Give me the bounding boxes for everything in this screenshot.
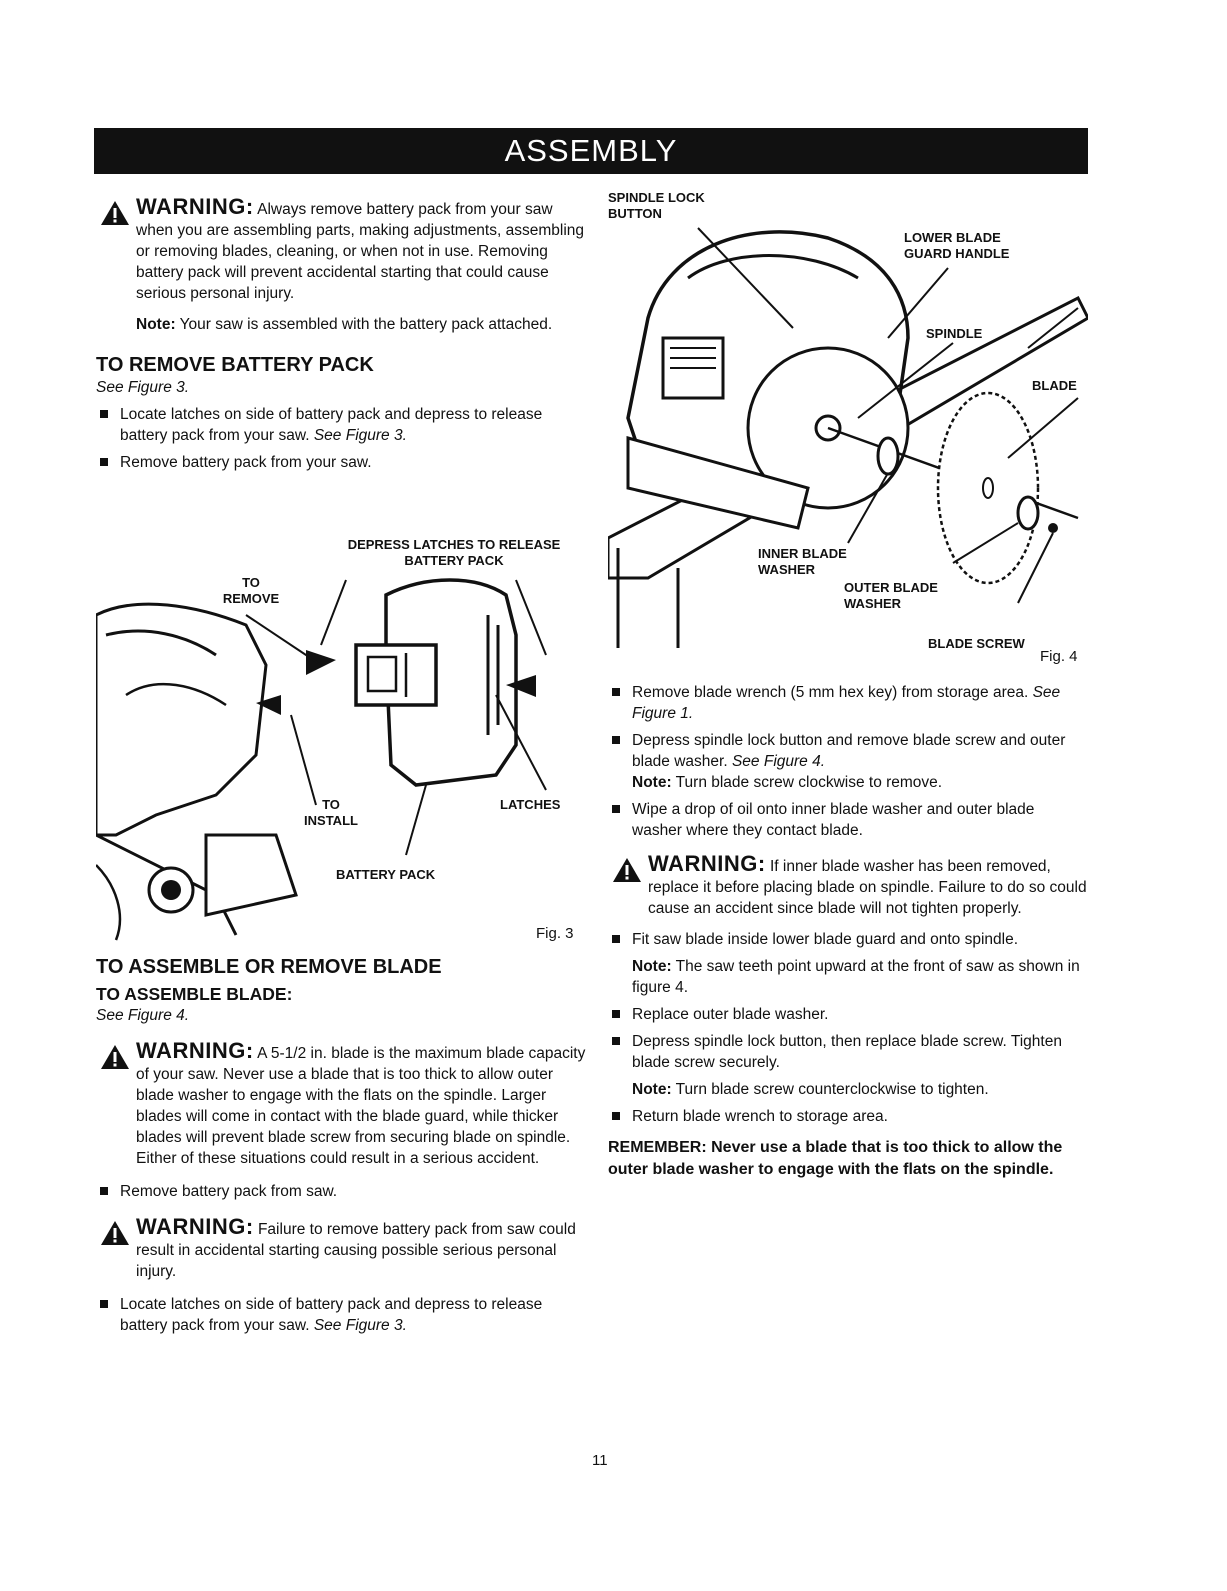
callout-spindle-lock-button: SPINDLE LOCK BUTTON bbox=[608, 190, 705, 221]
warning-heading: WARNING: bbox=[136, 1214, 254, 1239]
callout-blade: BLADE bbox=[1032, 378, 1077, 393]
callout-blade-screw: BLADE SCREW bbox=[928, 636, 1025, 651]
callout-outer-blade-washer: OUTER BLADE WASHER bbox=[844, 580, 938, 611]
list-item: Replace outer blade washer. bbox=[608, 1004, 1088, 1025]
left-column: WARNING: Always remove battery pack from… bbox=[96, 196, 586, 479]
list-item: Depress spindle lock button, then replac… bbox=[608, 1031, 1088, 1100]
warning-triangle-icon bbox=[101, 1221, 129, 1245]
list-item: Remove battery pack from your saw. bbox=[96, 452, 586, 473]
list-item: Return blade wrench to storage area. bbox=[608, 1106, 1088, 1127]
callout-inner-blade-washer: INNER BLADE WASHER bbox=[758, 546, 847, 577]
callout-latches: LATCHES bbox=[500, 797, 561, 812]
callout-to-install: TO INSTALL bbox=[304, 797, 358, 828]
see-figure: See Figure 3. bbox=[96, 379, 190, 396]
figure-label: Fig. 3 bbox=[536, 925, 574, 942]
warning-text: Always remove battery pack from your saw… bbox=[136, 201, 585, 302]
warning-triangle-icon bbox=[613, 858, 641, 882]
blade-assembly-illustration bbox=[608, 227, 1088, 648]
list-item: Locate latches on side of battery pack a… bbox=[96, 1294, 586, 1336]
list-item: Remove battery pack from saw. bbox=[96, 1181, 586, 1202]
callout-battery-pack: BATTERY PACK bbox=[336, 867, 436, 882]
warning-remove-battery: WARNING: Failure to remove battery pack … bbox=[96, 1216, 586, 1282]
battery-removal-illustration bbox=[96, 578, 547, 941]
list-item: Remove blade wrench (5 mm hex key) from … bbox=[608, 682, 1088, 724]
callout-lower-blade-guard: LOWER BLADE GUARD HANDLE bbox=[904, 230, 1010, 261]
warning-heading: WARNING: bbox=[136, 1038, 254, 1063]
heading-remove-battery: TO REMOVE BATTERY PACK bbox=[96, 354, 374, 376]
heading-assemble-blade: TO ASSEMBLE OR REMOVE BLADE bbox=[96, 956, 442, 978]
subheading-assemble-blade: TO ASSEMBLE BLADE: bbox=[96, 984, 293, 1004]
figure-3: DEPRESS LATCHES TO RELEASE BATTERY PACK … bbox=[96, 535, 586, 945]
warning-battery: WARNING: Always remove battery pack from… bbox=[96, 196, 586, 304]
list-item: Depress spindle lock button and remove b… bbox=[608, 730, 1088, 793]
page-number: 11 bbox=[592, 1452, 608, 1469]
warning-heading: WARNING: bbox=[648, 851, 766, 876]
warning-text: If inner blade washer has been removed, … bbox=[648, 858, 1087, 917]
warning-inner-washer: WARNING: If inner blade washer has been … bbox=[608, 853, 1088, 919]
section-banner: ASSEMBLY bbox=[94, 128, 1088, 174]
warning-text: Failure to remove battery pack from saw … bbox=[136, 1221, 576, 1280]
warning-heading: WARNING: bbox=[136, 194, 254, 219]
figure-4: SPINDLE LOCK BUTTON LOWER BLADE GUARD HA… bbox=[608, 188, 1088, 668]
left-column-lower: TO ASSEMBLE OR REMOVE BLADE TO ASSEMBLE … bbox=[96, 955, 586, 1342]
note-battery: Note: Your saw is assembled with the bat… bbox=[136, 316, 553, 333]
list-item: Wipe a drop of oil onto inner blade wash… bbox=[608, 799, 1088, 841]
callout-depress-latches: DEPRESS LATCHES TO RELEASE BATTERY PACK bbox=[347, 537, 561, 568]
right-column: Remove blade wrench (5 mm hex key) from … bbox=[608, 676, 1088, 1181]
list-item: Fit saw blade inside lower blade guard a… bbox=[608, 929, 1088, 998]
warning-triangle-icon bbox=[101, 1045, 129, 1069]
callout-spindle: SPINDLE bbox=[926, 326, 983, 341]
callout-to-remove: TO REMOVE bbox=[222, 575, 280, 606]
see-figure: See Figure 4. bbox=[96, 1007, 190, 1024]
list-item: Locate latches on side of battery pack a… bbox=[96, 404, 586, 446]
warning-blade-capacity: WARNING: A 5-1/2 in. blade is the maximu… bbox=[96, 1040, 586, 1169]
remember-note: REMEMBER: Never use a blade that is too … bbox=[608, 1139, 1063, 1178]
warning-triangle-icon bbox=[101, 201, 129, 225]
figure-label: Fig. 4 bbox=[1040, 648, 1078, 665]
warning-text: A 5-1/2 in. blade is the maximum blade c… bbox=[136, 1045, 586, 1167]
